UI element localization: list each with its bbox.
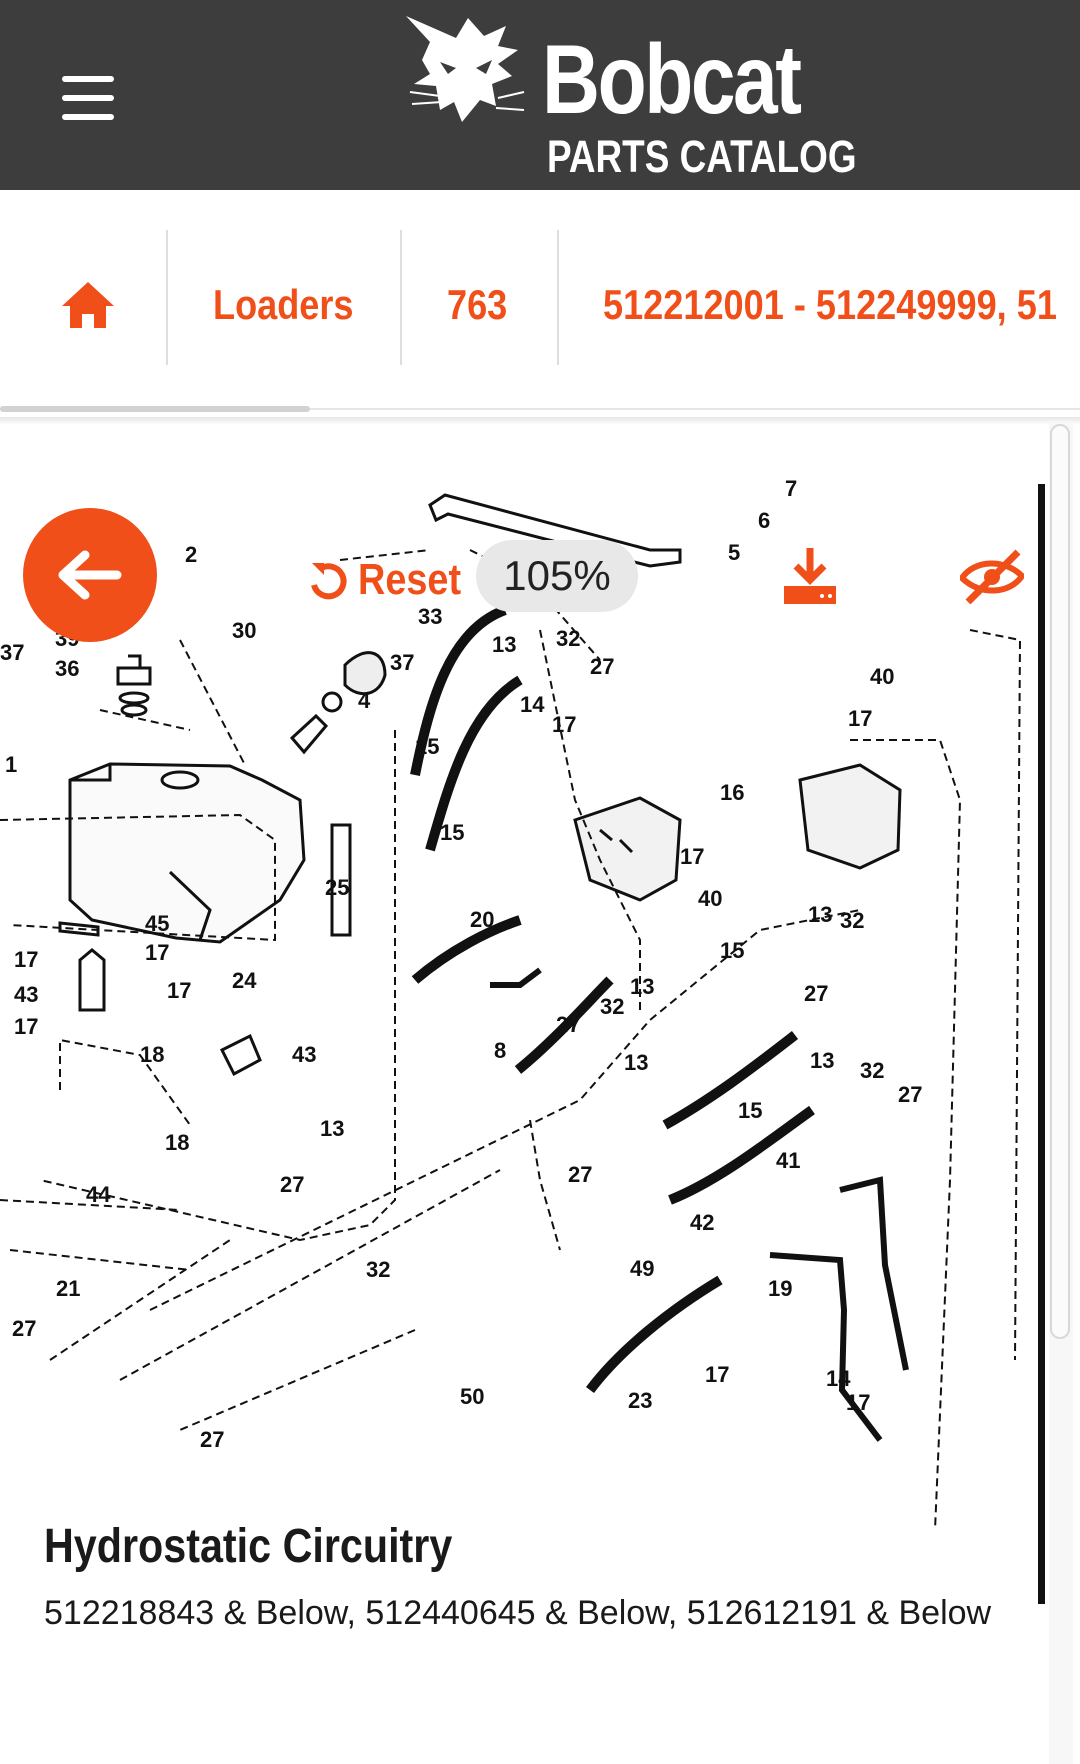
part-callout-44[interactable]: 44 — [86, 1182, 111, 1207]
page-scrollbar[interactable] — [1050, 424, 1070, 1339]
part-callout-20[interactable]: 20 — [470, 907, 494, 932]
breadcrumb-item-serial-range[interactable]: 512212001 - 512249999, 51 — [603, 281, 1057, 328]
home-icon[interactable] — [60, 280, 116, 330]
part-callout-17[interactable]: 17 — [848, 706, 872, 731]
part-callout-7[interactable]: 7 — [785, 480, 797, 501]
part-callout-37[interactable]: 37 — [0, 640, 24, 665]
part-callout-27[interactable]: 27 — [280, 1172, 304, 1197]
hydrostatic-parts-diagram[interactable]: 2339373630333741765271332271514174017161… — [0, 480, 1045, 1600]
part-callout-17[interactable]: 17 — [14, 1014, 38, 1039]
part-callout-16[interactable]: 16 — [720, 780, 744, 805]
part-callout-45[interactable]: 45 — [145, 911, 169, 936]
part-callout-24[interactable]: 24 — [232, 968, 257, 993]
part-callout-13[interactable]: 13 — [808, 902, 832, 927]
part-callout-50[interactable]: 50 — [460, 1384, 484, 1409]
part-callout-43[interactable]: 43 — [292, 1042, 316, 1067]
breadcrumb-shadow — [0, 417, 1080, 425]
part-callout-17[interactable]: 17 — [167, 978, 191, 1003]
viewer-border — [1038, 484, 1045, 1604]
hamburger-menu-icon[interactable] — [62, 76, 114, 120]
part-callout-19[interactable]: 19 — [768, 1276, 792, 1301]
part-callout-18[interactable]: 18 — [165, 1130, 189, 1155]
part-callout-27[interactable]: 27 — [804, 981, 828, 1006]
part-callout-14[interactable]: 14 — [826, 1366, 851, 1391]
part-callout-17[interactable]: 17 — [705, 1362, 729, 1387]
breadcrumb-item-model[interactable]: 763 — [447, 281, 508, 328]
part-callout-43[interactable]: 43 — [14, 982, 38, 1007]
part-callout-5[interactable]: 5 — [728, 540, 740, 565]
part-callout-17[interactable]: 17 — [552, 712, 576, 737]
part-callout-23[interactable]: 23 — [628, 1388, 652, 1413]
part-callout-13[interactable]: 13 — [810, 1048, 834, 1073]
part-callout-27[interactable]: 27 — [556, 1012, 580, 1037]
part-callout-18[interactable]: 18 — [140, 1042, 164, 1067]
part-callout-13[interactable]: 13 — [624, 1050, 648, 1075]
part-callout-17[interactable]: 17 — [14, 947, 38, 972]
part-callout-4[interactable]: 4 — [358, 688, 371, 713]
breadcrumb-item-loaders[interactable]: Loaders — [213, 281, 354, 328]
part-callout-30[interactable]: 30 — [232, 618, 256, 643]
part-callout-25[interactable]: 25 — [325, 875, 349, 900]
part-callout-15[interactable]: 15 — [415, 734, 439, 759]
app-header: Bobcat PARTS CATALOG — [0, 0, 1080, 190]
part-callout-27[interactable]: 27 — [590, 654, 614, 679]
part-callout-36[interactable]: 36 — [55, 656, 79, 681]
bobcat-logo[interactable]: Bobcat PARTS CATALOG — [400, 12, 860, 187]
part-callout-32[interactable]: 32 — [840, 908, 864, 933]
part-callout-15[interactable]: 15 — [720, 938, 744, 963]
part-callout-13[interactable]: 13 — [320, 1116, 344, 1141]
part-callout-49[interactable]: 49 — [630, 1256, 654, 1281]
bobcat-head-icon — [406, 16, 525, 122]
part-callout-13[interactable]: 13 — [630, 974, 654, 999]
reset-button[interactable]: Reset — [308, 552, 478, 608]
part-callout-32[interactable]: 32 — [600, 994, 624, 1019]
arrow-left-icon — [58, 550, 122, 600]
part-callout-17[interactable]: 17 — [680, 844, 704, 869]
part-callout-27[interactable]: 27 — [12, 1316, 36, 1341]
reset-label: Reset — [358, 555, 462, 604]
part-callout-41[interactable]: 41 — [776, 1148, 800, 1173]
diagram-title: Hydrostatic Circuitry — [44, 1520, 453, 1573]
part-callout-8[interactable]: 8 — [494, 1038, 506, 1063]
breadcrumb: Loaders 763 512212001 - 512249999, 51 — [0, 190, 1080, 420]
breadcrumb-scrollbar[interactable] — [0, 406, 310, 412]
part-callout-40[interactable]: 40 — [698, 886, 722, 911]
breadcrumb-divider — [166, 230, 168, 365]
part-callout-32[interactable]: 32 — [556, 626, 580, 651]
part-callout-1[interactable]: 1 — [5, 752, 17, 777]
part-callout-6[interactable]: 6 — [758, 508, 770, 533]
part-callout-2[interactable]: 2 — [185, 542, 197, 567]
download-icon[interactable] — [780, 548, 840, 606]
part-callout-17[interactable]: 17 — [846, 1390, 870, 1415]
brand-subtitle: PARTS CATALOG — [547, 131, 857, 182]
part-callout-27[interactable]: 27 — [568, 1162, 592, 1187]
breadcrumb-divider — [400, 230, 402, 365]
part-callout-32[interactable]: 32 — [366, 1257, 390, 1282]
part-callout-40[interactable]: 40 — [870, 664, 894, 689]
part-callout-17[interactable]: 17 — [145, 940, 169, 965]
part-callout-27[interactable]: 27 — [200, 1427, 224, 1452]
eye-off-icon[interactable] — [960, 548, 1024, 604]
part-callout-42[interactable]: 42 — [690, 1210, 714, 1235]
part-callout-32[interactable]: 32 — [860, 1058, 884, 1083]
diagram-serial-range: 512218843 & Below, 512440645 & Below, 51… — [44, 1593, 992, 1632]
back-button[interactable] — [23, 508, 157, 642]
breadcrumb-scroll-track — [0, 408, 1080, 410]
part-callout-15[interactable]: 15 — [440, 820, 464, 845]
part-callout-15[interactable]: 15 — [738, 1098, 762, 1123]
brand-name: Bobcat — [542, 24, 802, 134]
part-callout-21[interactable]: 21 — [56, 1276, 80, 1301]
part-callout-27[interactable]: 27 — [898, 1082, 922, 1107]
part-callout-33[interactable]: 33 — [418, 604, 442, 629]
part-callout-13[interactable]: 13 — [492, 632, 516, 657]
part-callout-37[interactable]: 37 — [390, 650, 414, 675]
diagram-caption: Hydrostatic Circuitry 512218843 & Below,… — [44, 1518, 1024, 1642]
parts-diagram-viewer[interactable]: 2339373630333741765271332271514174017161… — [0, 480, 1045, 1600]
reset-icon — [311, 563, 347, 600]
zoom-level: 105% — [476, 540, 638, 612]
part-callout-14[interactable]: 14 — [520, 692, 545, 717]
breadcrumb-divider — [557, 230, 559, 365]
